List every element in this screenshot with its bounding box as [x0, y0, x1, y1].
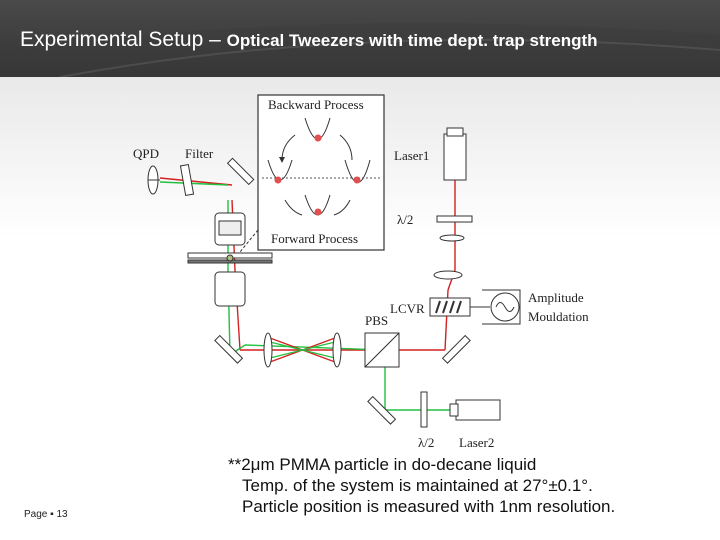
filter-label: Filter — [185, 146, 214, 161]
backward-process-label: Backward Process — [268, 97, 364, 112]
half-wave-1-label: λ/2 — [397, 212, 413, 227]
crossing-beams — [269, 337, 336, 363]
lens-lower-right — [433, 270, 463, 280]
lens-right — [332, 332, 342, 368]
slide-title-sub: Optical Tweezers with time dept. trap st… — [226, 31, 598, 50]
pbs-label: PBS — [365, 313, 388, 328]
laser2-label: Laser2 — [459, 435, 494, 450]
upper-objective — [214, 212, 246, 246]
lower-objective — [214, 271, 246, 307]
top-mirror — [226, 157, 255, 186]
qpd-label: QPD — [133, 146, 159, 161]
pbs-cube: PBS — [364, 313, 400, 368]
process-inset: Backward Process Forward Process — [257, 94, 385, 251]
lcvr: LCVR — [390, 297, 471, 317]
slide-title-main: Experimental Setup – — [20, 28, 227, 51]
note-particle: **2μm PMMA particle in do-decane liquid — [228, 455, 537, 474]
bottom-left-mirror — [214, 334, 244, 364]
half-wave-plate-1: λ/2 — [397, 212, 473, 227]
header-swoosh-decoration — [0, 23, 720, 77]
page-number: Page ▪ 13 — [24, 509, 68, 520]
red-beam-path — [159, 177, 456, 351]
filter-element: Filter — [179, 146, 214, 197]
modulation-label: Mouldation — [528, 309, 589, 324]
note-temperature: Temp. of the system is maintained at 27°… — [242, 476, 593, 495]
lower-mirror — [367, 395, 397, 425]
half-wave-plate-2: λ/2 — [418, 391, 434, 450]
right-mirror — [441, 334, 471, 364]
lcvr-label: LCVR — [390, 301, 425, 316]
function-generator: Amplitude Mouldation — [470, 289, 589, 325]
note-resolution: Particle position is measured with 1nm r… — [242, 497, 616, 516]
setup-notes: **2μm PMMA particle in do-decane liquid … — [228, 454, 615, 517]
lens-upper-right — [439, 234, 465, 242]
laser1-label: Laser1 — [394, 148, 429, 163]
optical-tweezers-diagram: Backward Process Forward Process QPD Fil… — [133, 94, 589, 450]
lens-left — [263, 332, 273, 368]
amplitude-label: Amplitude — [528, 290, 584, 305]
qpd-detector: QPD — [133, 146, 160, 195]
forward-process-label: Forward Process — [271, 231, 358, 246]
laser1: Laser1 — [394, 127, 467, 181]
half-wave-2-label: λ/2 — [418, 435, 434, 450]
sample-stage — [187, 252, 273, 264]
laser2: Laser2 — [449, 399, 501, 450]
slide-header: Experimental Setup – Optical Tweezers wi… — [0, 0, 720, 77]
slide-title: Experimental Setup – Optical Tweezers wi… — [20, 28, 598, 52]
